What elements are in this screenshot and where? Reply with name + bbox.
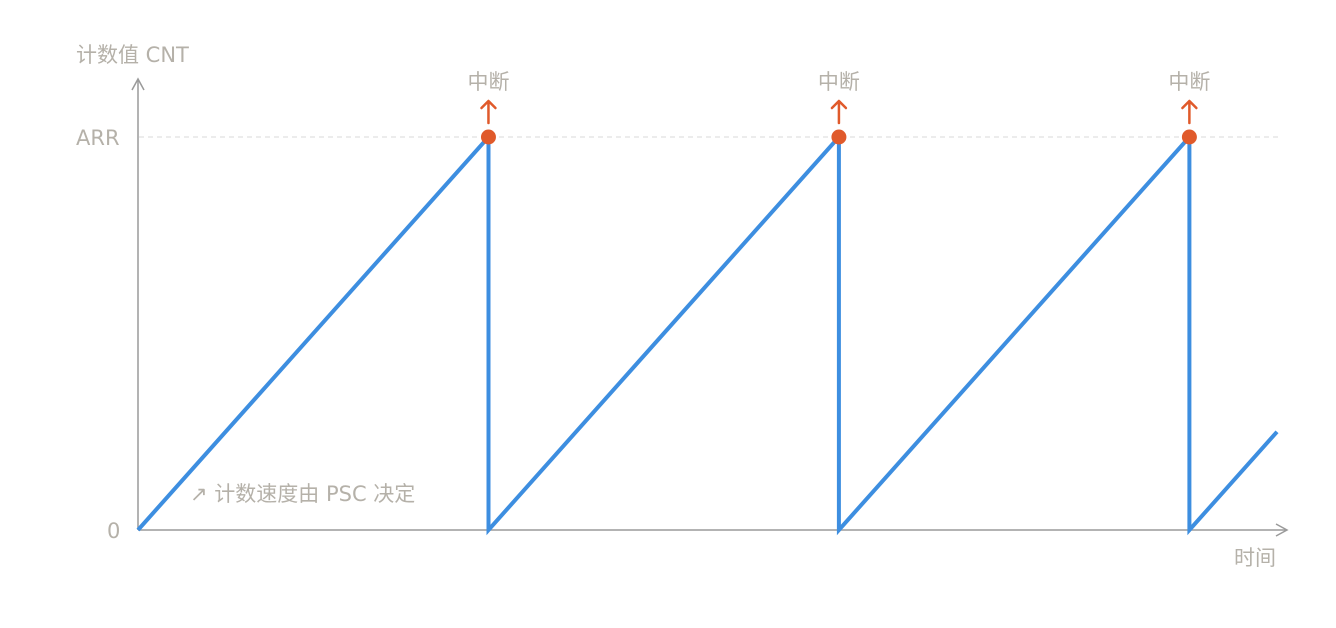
interrupt-point xyxy=(480,129,496,145)
counter-sawtooth-line xyxy=(136,131,1279,536)
psc-note: ↗ 计数速度由 PSC 决定 xyxy=(190,482,415,506)
y-axis-label: 计数值 CNT xyxy=(76,43,189,67)
interrupt-arrow-icon xyxy=(830,99,848,125)
y-axis-arrow-icon xyxy=(131,77,145,91)
interrupt-arrow-icon xyxy=(1181,99,1198,125)
interrupt-label: 中断 xyxy=(818,70,860,94)
interrupt-markers: 中断 中断 中断 xyxy=(467,70,1210,145)
zero-tick-label: 0 xyxy=(107,519,120,543)
interrupt-point xyxy=(831,129,847,145)
x-axis-label: 时间 xyxy=(1234,546,1276,570)
x-axis-arrow-icon xyxy=(1275,523,1289,537)
arr-tick-label: ARR xyxy=(76,126,120,150)
interrupt-arrow-icon xyxy=(480,99,497,125)
interrupt-label: 中断 xyxy=(1168,70,1210,94)
interrupt-label: 中断 xyxy=(467,70,509,94)
interrupt-point xyxy=(1181,129,1197,145)
